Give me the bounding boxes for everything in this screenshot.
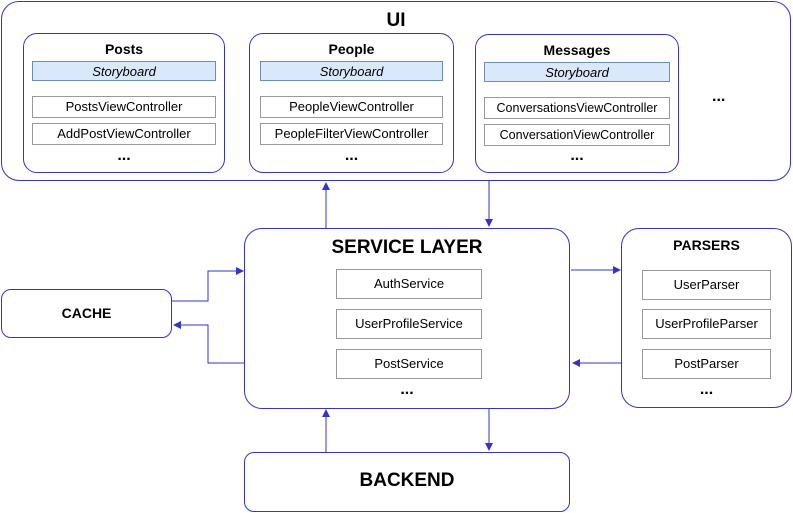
ui-layer: UI ... Posts Storyboard PostsViewControl…: [1, 1, 791, 181]
parsers-title: PARSERS: [673, 237, 740, 253]
controller-item: PostsViewController: [32, 96, 216, 118]
controller-item: ConversationViewController: [484, 124, 670, 146]
more-ellipsis: ...: [344, 147, 359, 164]
module-people: People Storyboard PeopleViewController P…: [249, 33, 454, 173]
backend-title: BACKEND: [359, 470, 455, 491]
storyboard-label: Storyboard: [260, 61, 443, 81]
arrow-cache-to-service: [172, 267, 244, 302]
ui-layer-title: UI: [386, 10, 406, 31]
parsers-box: PARSERS UserParser UserProfileParser Pos…: [621, 228, 792, 408]
parser-item: UserParser: [642, 270, 771, 300]
more-ellipsis: ...: [400, 381, 414, 398]
ui-more-ellipsis: ...: [712, 88, 726, 105]
more-ellipsis: ...: [570, 147, 584, 164]
arrow-service-to-cache: [173, 321, 245, 364]
controller-item: AddPostViewController: [32, 123, 216, 145]
module-messages: Messages Storyboard ConversationsViewCon…: [475, 34, 679, 173]
backend-box: BACKEND: [244, 452, 570, 512]
parser-item: UserProfileParser: [642, 309, 771, 339]
service-item: UserProfileService: [336, 309, 482, 339]
storyboard-label: Storyboard: [32, 61, 216, 81]
more-ellipsis: ...: [117, 147, 131, 164]
controller-item: PeopleViewController: [260, 96, 443, 118]
cache-box: CACHE: [1, 289, 172, 338]
module-title: Posts: [104, 41, 144, 57]
parser-item: PostParser: [642, 349, 771, 379]
module-title: Messages: [543, 42, 611, 58]
service-item: AuthService: [336, 269, 482, 299]
more-ellipsis: ...: [699, 381, 714, 398]
cache-title: CACHE: [61, 305, 112, 321]
module-posts: Posts Storyboard PostsViewController Add…: [23, 33, 225, 173]
service-layer-title: SERVICE LAYER: [331, 237, 483, 258]
module-title: People: [328, 41, 375, 57]
service-item: PostService: [336, 349, 482, 379]
controller-item: PeopleFilterViewController: [260, 123, 443, 145]
storyboard-label: Storyboard: [484, 62, 670, 82]
service-layer: SERVICE LAYER AuthService UserProfileSer…: [244, 228, 570, 409]
controller-item: ConversationsViewController: [484, 97, 670, 119]
